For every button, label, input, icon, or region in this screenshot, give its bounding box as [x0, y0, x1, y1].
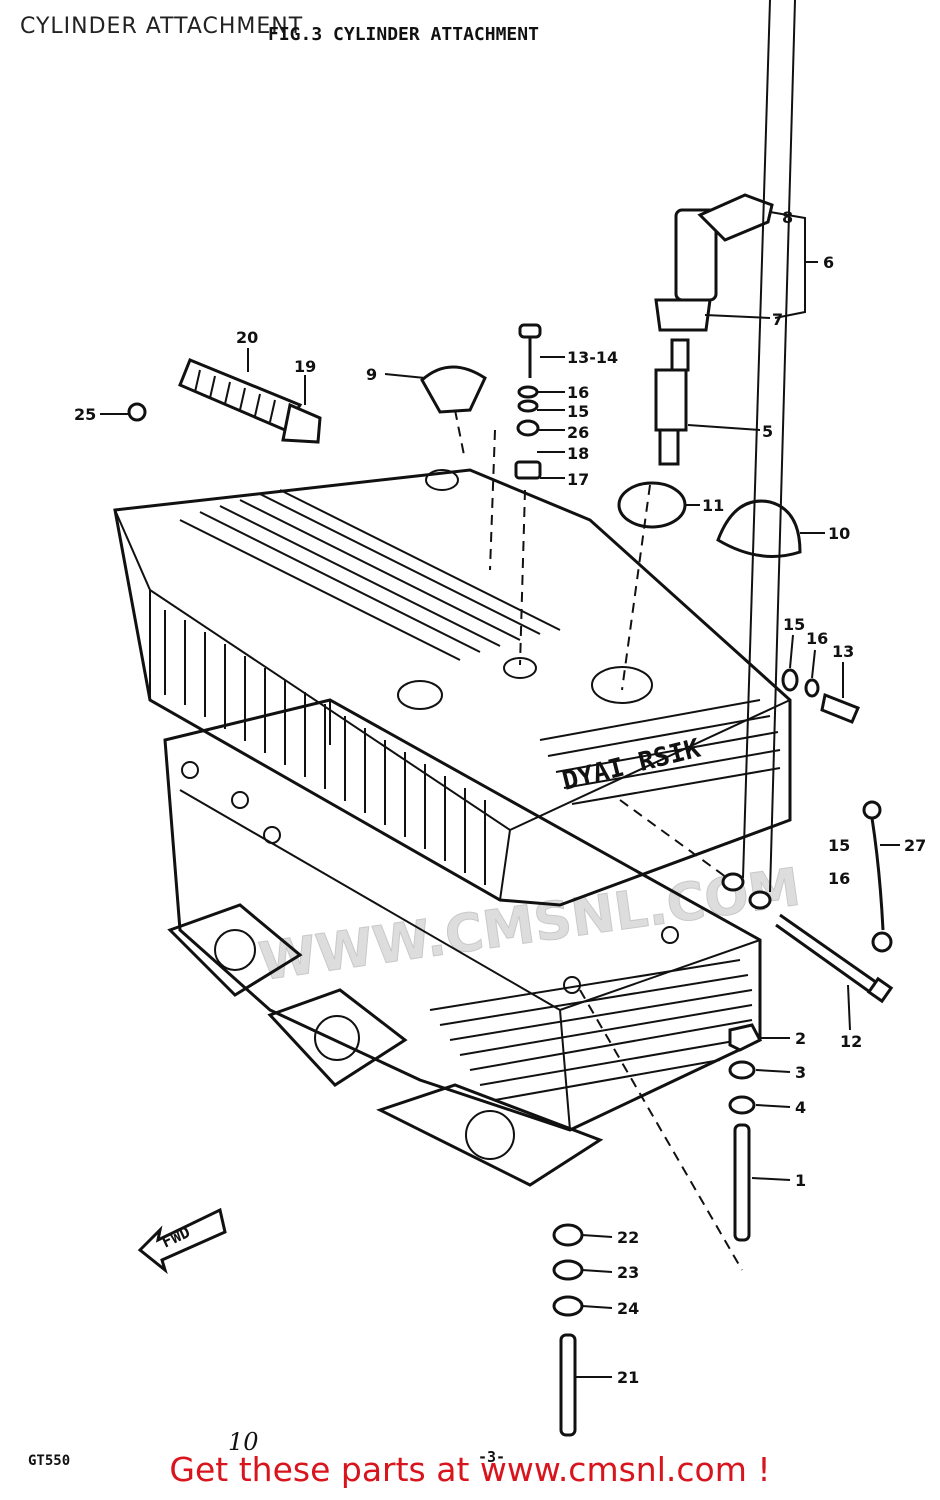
callout-23: 23: [617, 1263, 639, 1282]
plug-hole-cover: [716, 499, 802, 558]
callout-16-upper: 16: [567, 383, 589, 402]
plug-seal-ring: [617, 481, 687, 529]
leader-lines: [100, 0, 900, 1378]
callout-5: 5: [762, 422, 773, 441]
page-number: -3-: [478, 1448, 505, 1466]
callout-6: 6: [823, 253, 834, 272]
small-clip: [127, 402, 147, 422]
watermark: WWW.CMSNL.COM: [255, 858, 804, 993]
center-bolt-stack: [514, 323, 542, 666]
callout-21: 21: [617, 1368, 639, 1387]
page-marker: 10: [228, 1428, 259, 1456]
ground-wire: [862, 800, 893, 953]
callout-1: 1: [795, 1171, 806, 1190]
head-badge: DYAI RSIK: [559, 734, 703, 797]
spark-plug: [654, 338, 690, 466]
callout-10: 10: [828, 524, 850, 543]
page-title: CYLINDER ATTACHMENT: [20, 14, 304, 39]
callout-20: 20: [236, 328, 258, 347]
callout-24: 24: [617, 1299, 639, 1318]
cylinder-block: [163, 698, 762, 1132]
stud-nut-set-lower: [552, 1223, 584, 1437]
long-bolt: [721, 872, 894, 1004]
stud-nut-set-upper: [728, 1023, 763, 1242]
callout-4: 4: [795, 1098, 806, 1117]
base-gaskets: [167, 903, 604, 1187]
callout-labels: 8 6 7 5 20 19 9 13-14 16 15 26 18 17 25 …: [74, 208, 926, 1387]
callout-25: 25: [74, 405, 96, 424]
callout-26: 26: [567, 423, 589, 442]
cmsnl-link[interactable]: Get these parts at www.cmsnl.com !: [169, 1450, 771, 1489]
alignment-lines: [454, 409, 743, 1271]
callout-22: 22: [617, 1228, 639, 1247]
callout-13: 13: [832, 642, 854, 661]
callout-15-lower: 15: [828, 836, 850, 855]
callout-19: 19: [294, 357, 316, 376]
callout-13-14: 13-14: [567, 348, 618, 367]
callout-3: 3: [795, 1063, 806, 1082]
callout-8: 8: [782, 208, 793, 227]
callout-17: 17: [567, 470, 589, 489]
model-code: GT550: [28, 1453, 70, 1469]
callout-15-upper: 15: [567, 402, 589, 421]
callout-9: 9: [366, 365, 377, 384]
figure-heading: FIG.3 CYLINDER ATTACHMENT: [268, 24, 539, 45]
callout-11: 11: [702, 496, 724, 515]
callout-16-lower: 16: [828, 869, 850, 888]
callout-2: 2: [795, 1029, 806, 1048]
callout-18: 18: [567, 444, 589, 463]
fin-damper-rubber: [178, 358, 322, 444]
side-bolt-group: [781, 668, 860, 724]
callout-7: 7: [772, 310, 783, 329]
callout-16-side: 16: [806, 629, 828, 648]
plug-cap-assembly: [654, 193, 774, 332]
callout-27: 27: [904, 836, 926, 855]
fwd-arrow: FWD: [137, 1207, 227, 1275]
cap-9: [420, 365, 487, 414]
callout-12: 12: [840, 1032, 862, 1051]
cylinder-head: DYAI RSIK: [113, 468, 792, 907]
callout-15-side: 15: [783, 615, 805, 634]
